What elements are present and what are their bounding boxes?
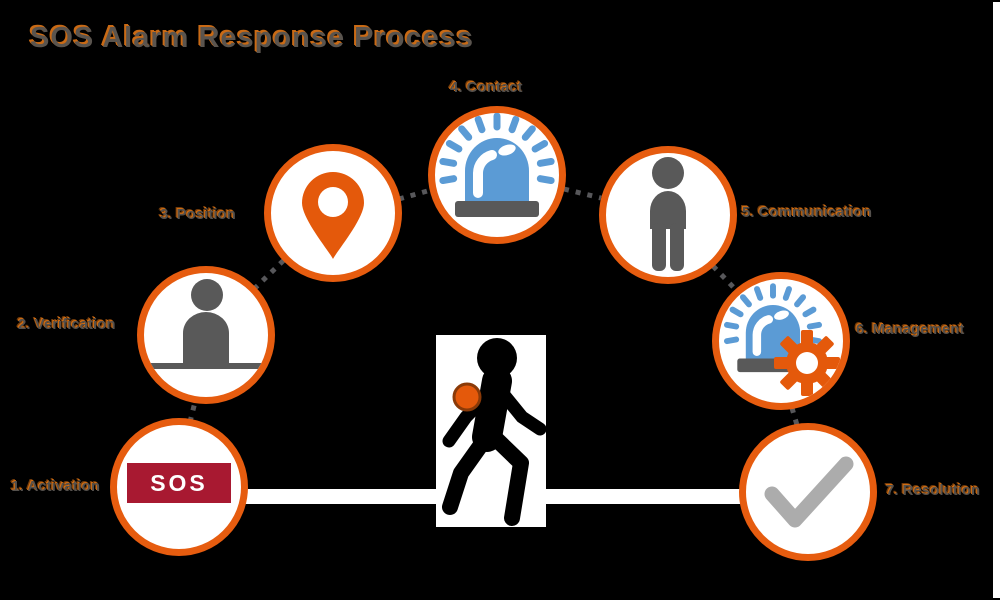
sos-logo-text: SOS bbox=[150, 469, 208, 496]
location-pin-icon bbox=[302, 172, 364, 259]
step-circle-position bbox=[264, 144, 402, 282]
step-circle-activation: SOS bbox=[110, 418, 248, 556]
step-label-management: 6. Management bbox=[856, 321, 965, 338]
right-edge-strip bbox=[993, 2, 1000, 598]
person-icon bbox=[650, 157, 686, 271]
step-label-resolution: 7. Resolution bbox=[886, 482, 981, 499]
step-circle-communication bbox=[599, 146, 737, 284]
step-circle-verification bbox=[137, 266, 275, 404]
walking-person-with-sos-button-icon bbox=[442, 338, 547, 526]
step-label-verification: 2. Verification bbox=[18, 316, 116, 333]
step-circle-resolution bbox=[739, 423, 877, 561]
checkmark-icon bbox=[764, 456, 854, 528]
sos-logo-icon: SOS bbox=[127, 463, 231, 503]
step-label-communication: 5. Communication bbox=[742, 204, 873, 221]
walking-person-figure bbox=[436, 335, 547, 527]
step-label-position: 3. Position bbox=[160, 206, 236, 223]
step-label-contact: 4. Contact bbox=[450, 79, 523, 96]
operator-desk-icon bbox=[147, 279, 267, 369]
alarm-beacon-gear-icon bbox=[723, 283, 840, 396]
page-title: SOS Alarm Response Process bbox=[30, 22, 474, 54]
sos-button-icon bbox=[452, 382, 482, 412]
step-circle-contact bbox=[428, 106, 566, 244]
step-label-activation: 1. Activation bbox=[11, 478, 100, 495]
alarm-beacon-icon bbox=[439, 113, 555, 217]
step-circle-management bbox=[712, 272, 850, 410]
